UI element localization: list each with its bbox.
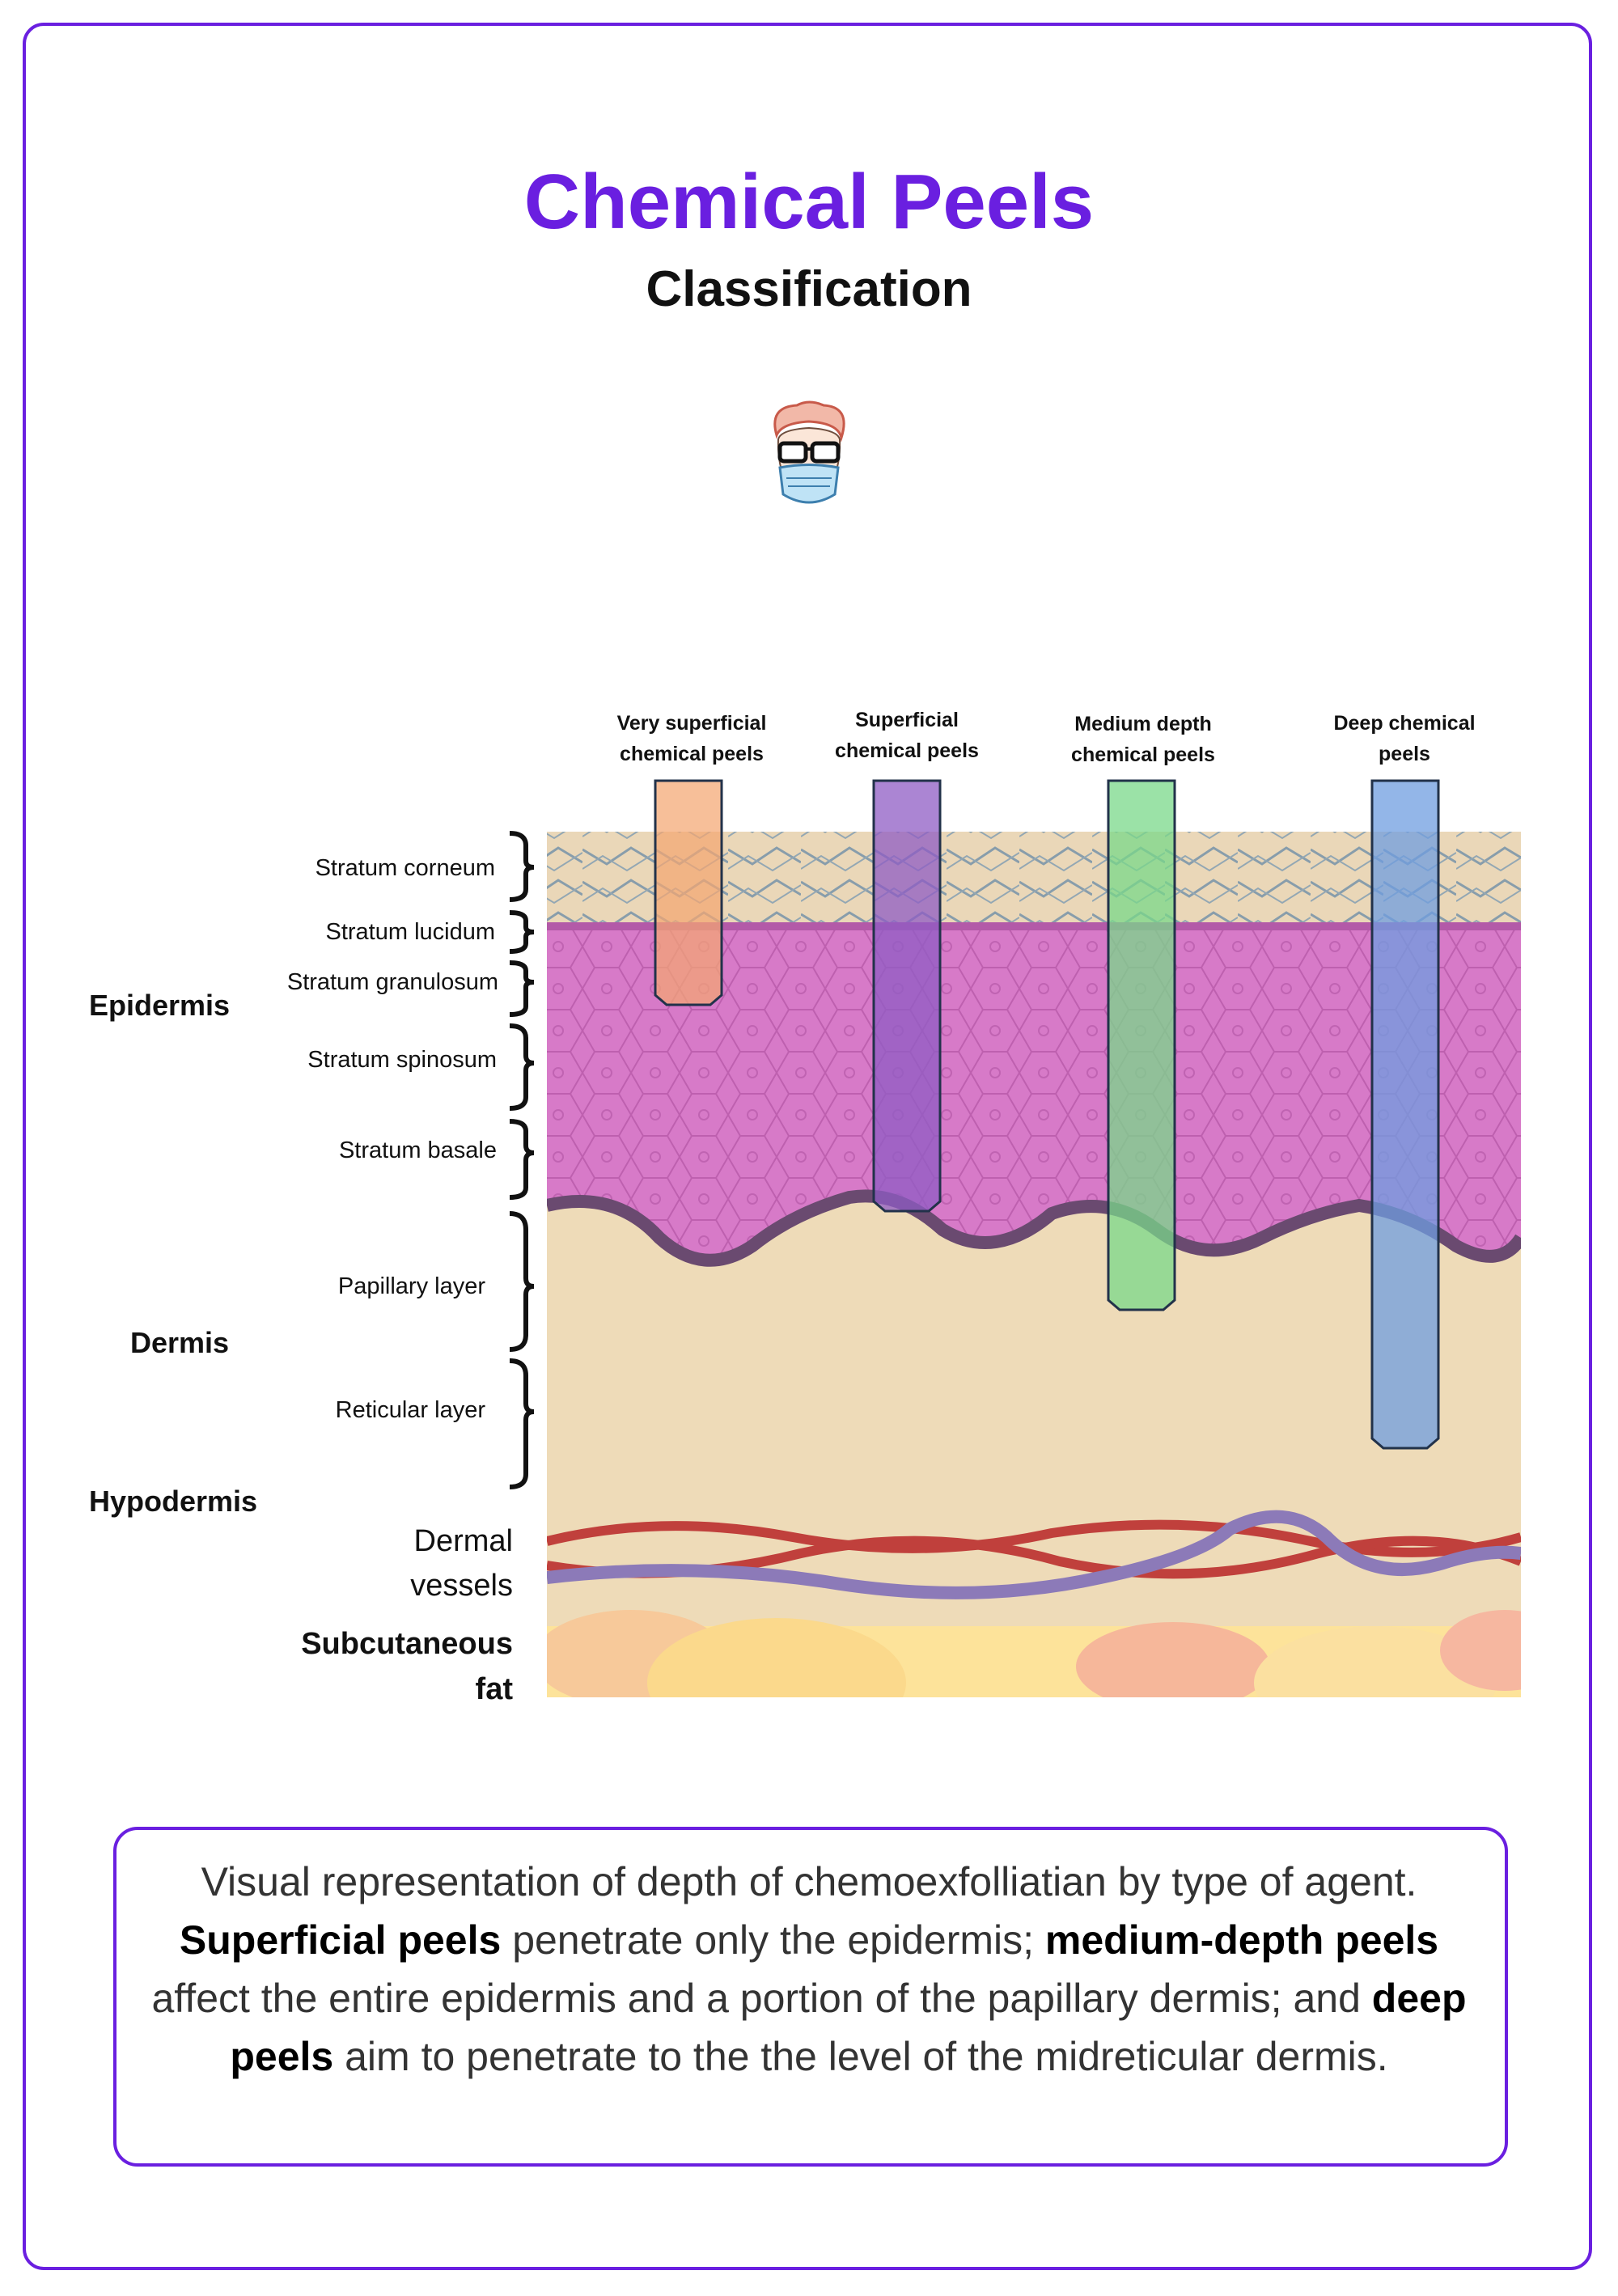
hypodermis-label: Hypodermis <box>89 1485 257 1518</box>
dermal-vessels-label-line2: vessels <box>410 1569 513 1603</box>
caption-text: Visual representation of depth of chemoe… <box>138 1853 1480 2086</box>
superficial-peel-label-line1: Superficial <box>855 709 959 731</box>
page-frame <box>23 23 1592 2270</box>
dermal-vessels <box>547 1510 1521 1599</box>
caption-superficial-text: penetrate only the epidermis; <box>501 1917 1045 1963</box>
medium-depth-peel-label-line2: chemical peels <box>1071 743 1215 766</box>
reticular-layer-label: Reticular layer <box>336 1397 486 1423</box>
dermis-label: Dermis <box>130 1326 229 1359</box>
caption-box <box>113 1827 1508 2167</box>
caption-deep-text: aim to penetrate to the the level of the… <box>333 2034 1388 2079</box>
very-superficial-peel-bar <box>654 779 723 1006</box>
very-superficial-peel-label-line1: Very superficial <box>617 712 767 735</box>
stratum-corneum-label: Stratum corneum <box>316 855 495 881</box>
papillary-layer-label: Papillary layer <box>338 1273 485 1299</box>
subcutaneous-fat <box>547 1610 1521 1697</box>
page-title: Chemical Peels <box>523 159 1095 245</box>
stratum-granulosum-label: Stratum granulosum <box>287 969 498 995</box>
epidermis-label: Epidermis <box>89 989 230 1022</box>
caption-intro: Visual representation of depth of chemoe… <box>201 1859 1417 1904</box>
medium-depth-peel-label-line1: Medium depth <box>1074 713 1211 735</box>
peel-columns <box>654 779 1440 1450</box>
deep-peel-label-line2: peels <box>1379 743 1430 765</box>
page-subtitle: Classification <box>646 261 972 317</box>
superficial-peel-label-line2: chemical peels <box>835 739 979 762</box>
stratum-spinosum-label: Stratum spinosum <box>307 1047 497 1073</box>
subcutaneous-fat-label-line1: Subcutaneous <box>301 1627 513 1661</box>
medium-depth-peel-bar <box>1107 779 1176 1311</box>
superficial-peel-bar <box>872 779 942 1213</box>
very-superficial-peel-label-line2: chemical peels <box>620 743 764 765</box>
caption-medium-bold: medium-depth peels <box>1044 1917 1439 1963</box>
dermal-vessels-label-line1: Dermal <box>414 1524 513 1558</box>
subcutaneous-fat-label-line2: fat <box>476 1672 514 1706</box>
doctor-avatar-icon <box>773 400 845 504</box>
deep-peel-label-line1: Deep chemical <box>1333 712 1475 735</box>
caption-superficial-bold: Superficial peels <box>179 1917 502 1963</box>
stratum-lucidum-label: Stratum lucidum <box>325 919 495 945</box>
caption-deep-bold: deep peels <box>230 1976 1467 2079</box>
deep-peel-bar <box>1370 779 1440 1450</box>
layer-brackets <box>509 831 535 1489</box>
stratum-basale-label: Stratum basale <box>339 1137 497 1163</box>
caption-medium-text: affect the entire epidermis and a portio… <box>151 1976 1372 2021</box>
